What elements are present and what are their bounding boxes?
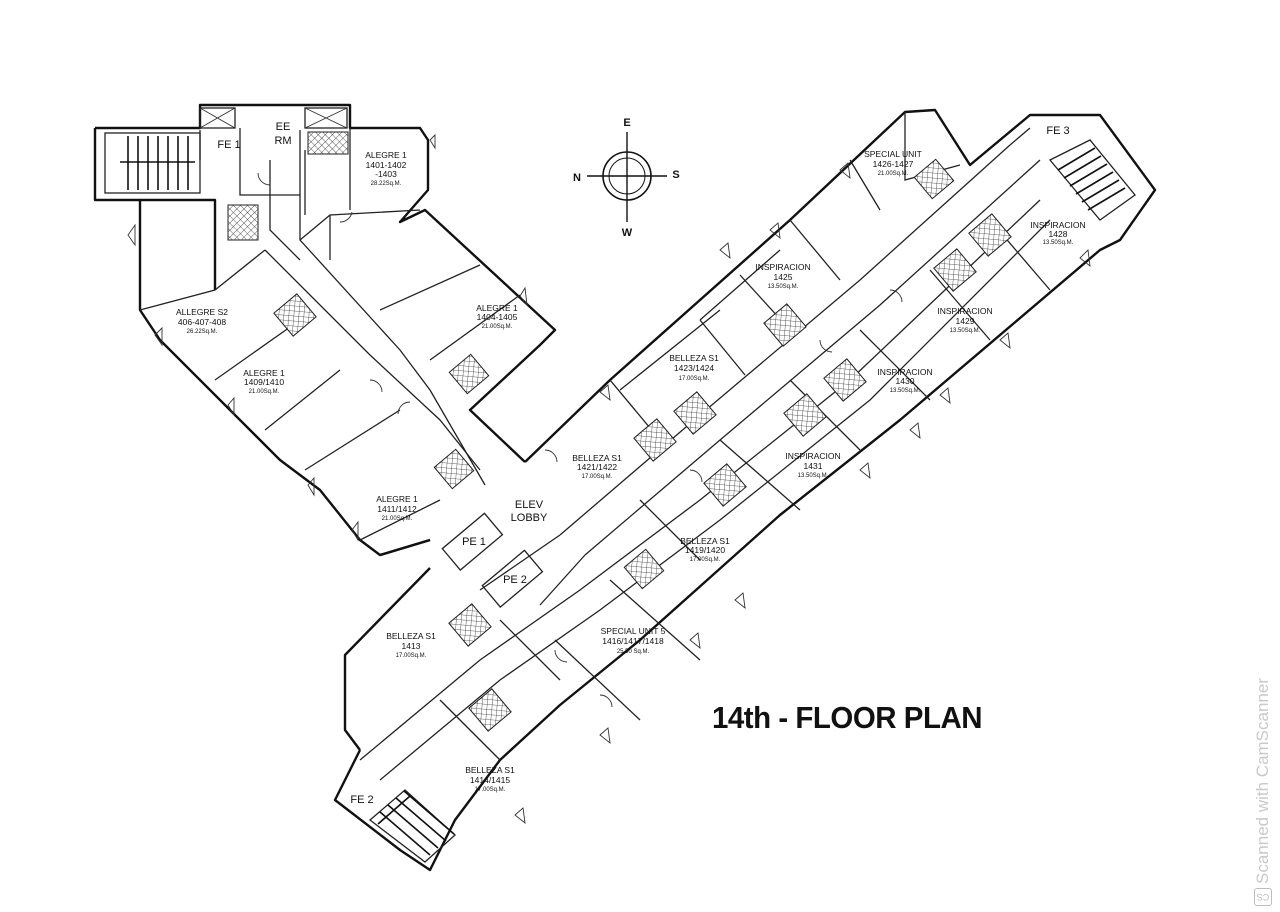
unit-1428: INSPIRACION 1428 13.50Sq.M. (1030, 220, 1085, 246)
svg-text:INSPIRACION: INSPIRACION (937, 306, 992, 316)
svg-text:21.00Sq.M.: 21.00Sq.M. (249, 389, 280, 395)
unit-1411: ALEGRE 1 1411/1412 21.00Sq.M. (376, 494, 418, 522)
svg-text:1421/1422: 1421/1422 (577, 462, 617, 472)
compass-north-label: N (573, 172, 581, 184)
unit-1431: INSPIRACION 1431 13.50Sq.M. (785, 451, 840, 479)
unit-1416: SPECIAL UNIT 5 1416/1417/1418 25.50 Sq.M… (601, 626, 666, 655)
svg-text:1404-1405: 1404-1405 (477, 312, 518, 322)
svg-text:SPECIAL UNIT 5: SPECIAL UNIT 5 (601, 626, 666, 636)
svg-text:1401-1402: 1401-1402 (366, 160, 407, 170)
svg-text:17.00Sq.M.: 17.00Sq.M. (690, 557, 721, 563)
svg-text:ALLEGRE S2: ALLEGRE S2 (176, 307, 228, 317)
fe3-label: FE 3 (1046, 125, 1069, 137)
svg-text:BELLEZA S1: BELLEZA S1 (465, 765, 515, 775)
svg-text:13.50Sq.M.: 13.50Sq.M. (768, 284, 799, 290)
svg-text:25.50 Sq.M.: 25.50 Sq.M. (617, 649, 650, 655)
stair-fe2 (368, 789, 456, 863)
svg-text:1429: 1429 (956, 316, 975, 326)
svg-text:INSPIRACION: INSPIRACION (755, 262, 810, 272)
svg-text:13.50Sq.M.: 13.50Sq.M. (1043, 240, 1074, 246)
stair-fe3 (1048, 139, 1136, 221)
elev-lobby-label-line2: LOBBY (511, 512, 548, 524)
svg-text:BELLEZA S1: BELLEZA S1 (680, 536, 730, 546)
svg-text:406-407-408: 406-407-408 (178, 317, 226, 327)
svg-text:1430: 1430 (896, 376, 915, 386)
svg-text:13.50Sq.M.: 13.50Sq.M. (798, 473, 829, 479)
svg-text:-1403: -1403 (375, 169, 397, 179)
svg-text:INSPIRACION: INSPIRACION (877, 367, 932, 377)
svg-text:1423/1424: 1423/1424 (674, 363, 714, 373)
north-wing-walls (93, 103, 557, 557)
unit-1409: ALEGRE 1 1409/1410 21.00Sq.M. (243, 368, 285, 395)
svg-text:1413: 1413 (402, 641, 421, 651)
svg-text:SPECIAL UNIT: SPECIAL UNIT (864, 149, 922, 159)
pe1-label: PE 1 (462, 536, 486, 548)
plan-title: 14th - FLOOR PLAN (712, 700, 983, 735)
camscanner-logo-icon: CS (1254, 888, 1272, 906)
svg-text:1411/1412: 1411/1412 (377, 504, 417, 514)
svg-text:21.00Sq.M.: 21.00Sq.M. (878, 171, 909, 177)
svg-text:1416/1417/1418: 1416/1417/1418 (602, 636, 664, 646)
compass-east-label: E (623, 117, 630, 129)
east-wing-walls (333, 108, 1157, 872)
unit-1426: SPECIAL UNIT 1426-1427 21.00Sq.M. (864, 149, 922, 177)
pe2-label: PE 2 (503, 574, 527, 586)
svg-text:1425: 1425 (774, 272, 793, 282)
svg-text:BELLEZA S1: BELLEZA S1 (669, 353, 719, 363)
fe1-label: FE 1 (217, 139, 240, 151)
svg-text:INSPIRACION: INSPIRACION (1030, 220, 1085, 230)
svg-text:1409/1410: 1409/1410 (244, 377, 284, 387)
svg-text:ALEGRE 1: ALEGRE 1 (365, 150, 407, 160)
svg-text:17.00Sq.M.: 17.00Sq.M. (475, 787, 506, 793)
ee-rm-label-line2: RM (274, 135, 291, 147)
svg-text:ALEGRE 1: ALEGRE 1 (476, 303, 518, 313)
svg-text:BELLEZA S1: BELLEZA S1 (572, 453, 622, 463)
fe2-label: FE 2 (350, 794, 373, 806)
svg-text:1414/1415: 1414/1415 (470, 775, 510, 785)
svg-text:21.00Sq.M.: 21.00Sq.M. (382, 516, 413, 522)
svg-text:ALEGRE 1: ALEGRE 1 (376, 494, 418, 504)
compass-south-label: S (672, 169, 679, 181)
svg-text:INSPIRACION: INSPIRACION (785, 451, 840, 461)
unit-1423: BELLEZA S1 1423/1424 17.00Sq.M. (669, 353, 719, 382)
elev-lobby-label-line1: ELEV (515, 499, 544, 511)
unit-1419: BELLEZA S1 1419/1420 17.00Sq.M. (680, 536, 730, 563)
compass: E N S W (573, 117, 680, 239)
svg-text:28.22Sq.M.: 28.22Sq.M. (371, 181, 402, 187)
svg-text:17.00Sq.M.: 17.00Sq.M. (582, 474, 613, 480)
unit-1413: BELLEZA S1 1413 17.00Sq.M. (386, 631, 436, 659)
svg-text:21.00Sq.M.: 21.00Sq.M. (482, 324, 513, 330)
svg-text:13.50Sq.M.: 13.50Sq.M. (950, 328, 981, 334)
unit-1429: INSPIRACION 1429 13.50Sq.M. (937, 306, 992, 334)
unit-406: ALLEGRE S2 406-407-408 26.22Sq.M. (176, 307, 228, 335)
svg-text:BELLEZA S1: BELLEZA S1 (386, 631, 436, 641)
svg-text:17.00Sq.M.: 17.00Sq.M. (679, 376, 710, 382)
watermark-text: Scanned with CamScanner (1253, 677, 1272, 884)
svg-text:1428: 1428 (1049, 229, 1068, 239)
compass-west-label: W (622, 227, 633, 239)
unit-1421: BELLEZA S1 1421/1422 17.00Sq.M. (572, 453, 622, 480)
svg-text:26.22Sq.M.: 26.22Sq.M. (187, 329, 218, 335)
camscanner-watermark: CS Scanned with CamScanner (1248, 666, 1278, 906)
svg-text:13.50Sq.M.: 13.50Sq.M. (890, 388, 921, 394)
svg-text:1431: 1431 (804, 461, 823, 471)
unit-1430: INSPIRACION 1430 13.50Sq.M. (877, 367, 932, 394)
stair-fe1 (104, 132, 201, 194)
unit-1404: ALEGRE 1 1404-1405 21.00Sq.M. (476, 303, 518, 330)
svg-text:17.00Sq.M.: 17.00Sq.M. (396, 653, 427, 659)
unit-1425: INSPIRACION 1425 13.50Sq.M. (755, 262, 810, 290)
space-labels: FE 1 EE RM FE 3 FE 2 ELEV LOBBY PE 1 PE … (217, 121, 1069, 806)
ee-rm-label-line1: EE (276, 121, 291, 133)
svg-text:ALEGRE 1: ALEGRE 1 (243, 368, 285, 378)
svg-text:1419/1420: 1419/1420 (685, 545, 725, 555)
unit-labels: ALEGRE 1 1401-1402 -1403 28.22Sq.M. ALEG… (176, 149, 1086, 793)
unit-1414: BELLEZA S1 1414/1415 17.00Sq.M. (465, 765, 515, 793)
unit-1401: ALEGRE 1 1401-1402 -1403 28.22Sq.M. (365, 150, 407, 187)
svg-text:1426-1427: 1426-1427 (873, 159, 914, 169)
